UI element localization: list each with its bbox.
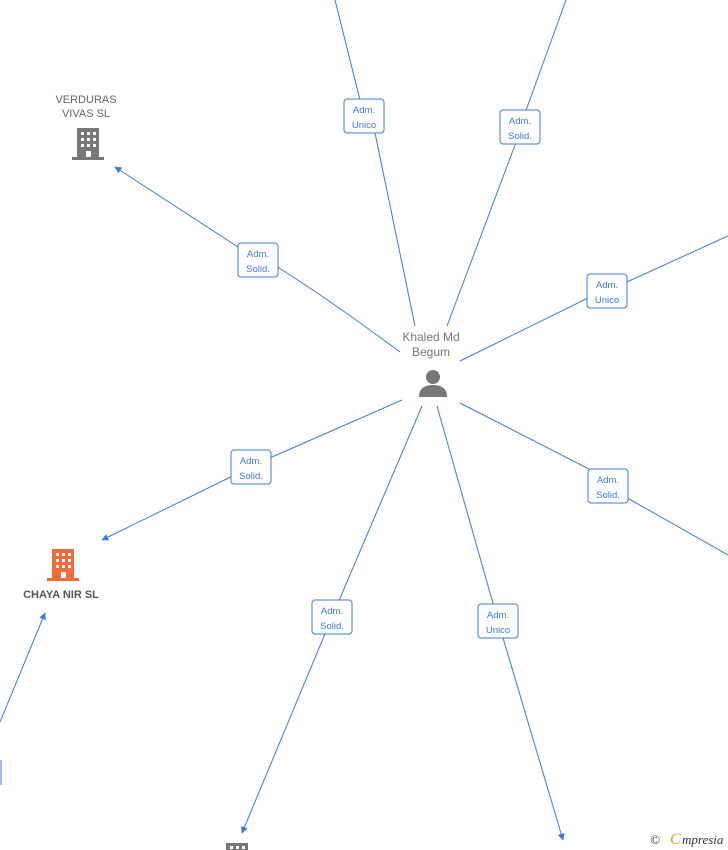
brand-initial: C [670,831,681,848]
relation-label-line1: Adm. [597,475,619,486]
relation-label-line2: Unico [595,295,619,306]
relation-label-line2: Solid. [508,131,532,142]
company-name-line1: CHAYA NIR SL [23,589,99,601]
empresia-watermark: © C mpresia [650,831,724,848]
relation-label-line2: Solid. [320,621,344,632]
relation-label-verduras[interactable]: Adm. Solid. [237,242,279,278]
company-name-line2: VIVAS SL [62,108,110,120]
relation-label-right-upper[interactable]: Adm. Unico [586,273,628,309]
relation-label-line1: Adm. [509,116,531,127]
relation-label-line1: Adm. [321,606,343,617]
person-icon [419,370,447,397]
company-node-bottom-partial[interactable] [226,843,248,850]
relation-label-line2: Solid. [596,490,620,501]
copyright-symbol: © [650,832,660,847]
relation-label-top-right[interactable]: Adm. Solid. [499,109,541,145]
relation-label-chaya[interactable]: Adm. Solid. [230,449,272,485]
center-person-node[interactable]: Khaled Md Begum [402,330,460,397]
relation-label-line1: Adm. [487,610,509,621]
edge-chaya-incoming [0,612,46,723]
relation-label-line1: Adm. [596,280,618,291]
relation-label-bottom-left[interactable]: Adm. Solid. [311,599,353,635]
edge-top-left [334,0,416,327]
building-icon [72,128,104,160]
building-icon [47,549,79,581]
relation-label-line1: Adm. [240,456,262,467]
relation-label-top-left[interactable]: Adm. Unico [343,98,385,134]
relation-label-line1: Adm. [353,105,375,116]
relation-label-bottom-right[interactable]: Adm. Unico [477,603,519,639]
relation-label-right-lower[interactable]: Adm. Solid. [587,468,629,504]
relation-label-line2: Unico [486,625,510,636]
relation-label-line1: Adm. [247,249,269,260]
company-name-line1: VERDURAS [55,94,116,106]
relation-label-line2: Unico [352,120,376,131]
brand-name: mpresia [682,832,724,847]
building-icon [226,843,248,850]
relation-label-line2: Solid. [239,471,263,482]
company-node-chaya[interactable]: CHAYA NIR SL [23,549,99,601]
company-node-verduras[interactable]: VERDURAS VIVAS SL [55,94,117,160]
edge-top-right [446,0,567,327]
edge-verduras [114,166,401,353]
person-name-line2: Begum [412,345,450,359]
relation-label-line2: Solid. [246,264,270,275]
edge-labels: Adm. Unico Adm. Solid. Adm. Solid. Adm. … [230,98,629,639]
person-name-line1: Khaled Md [402,330,459,344]
